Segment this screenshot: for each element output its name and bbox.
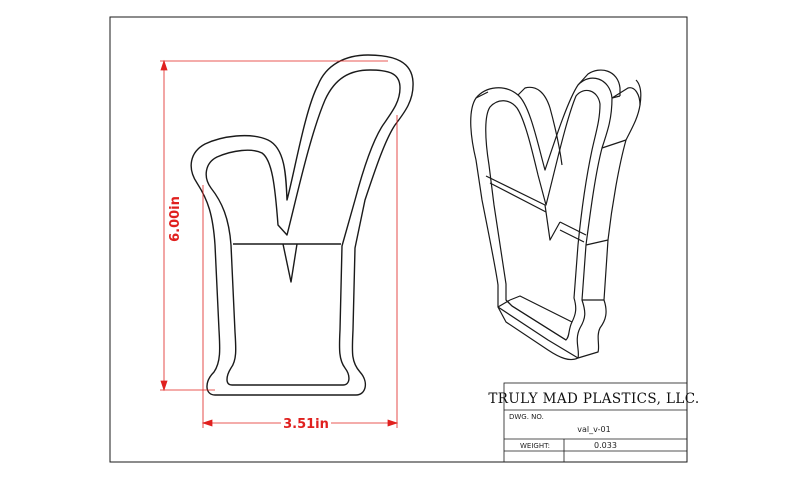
width-dimension-label: 3.51in	[283, 417, 329, 432]
front-view-inner-contour	[205, 69, 401, 386]
front-view	[190, 54, 414, 396]
iso-base	[497, 295, 579, 359]
iso-depth-lines	[475, 79, 642, 308]
weight-label: WEIGHT:	[520, 442, 550, 450]
sheet-border	[109, 16, 688, 463]
title-block	[503, 382, 688, 463]
iso-outer-contour	[470, 77, 613, 361]
front-view-notch	[282, 243, 298, 283]
iso-rib-upper	[485, 175, 547, 213]
weight-value: 0.033	[594, 441, 617, 450]
height-arrow-top	[160, 59, 168, 71]
height-dimension-label: 6.00in	[168, 196, 183, 242]
iso-back-contour	[517, 69, 641, 359]
width-arrow-right	[387, 419, 399, 427]
company-name: TRULY MAD PLASTICS, LLC.	[488, 391, 699, 407]
width-arrow-left	[201, 419, 213, 427]
isometric-view	[470, 69, 642, 361]
height-dimension	[160, 59, 388, 392]
title-block-frame	[503, 382, 688, 463]
width-label-backdrop	[281, 416, 331, 430]
front-view-outer-contour	[190, 54, 414, 396]
dwg-no-label: DWG. NO.	[509, 413, 544, 421]
iso-notch	[544, 204, 561, 241]
iso-inner-contour	[485, 89, 601, 341]
height-arrow-bottom	[160, 380, 168, 392]
dwg-no-value: val_v-01	[577, 425, 610, 434]
iso-rib-lower	[559, 221, 587, 243]
